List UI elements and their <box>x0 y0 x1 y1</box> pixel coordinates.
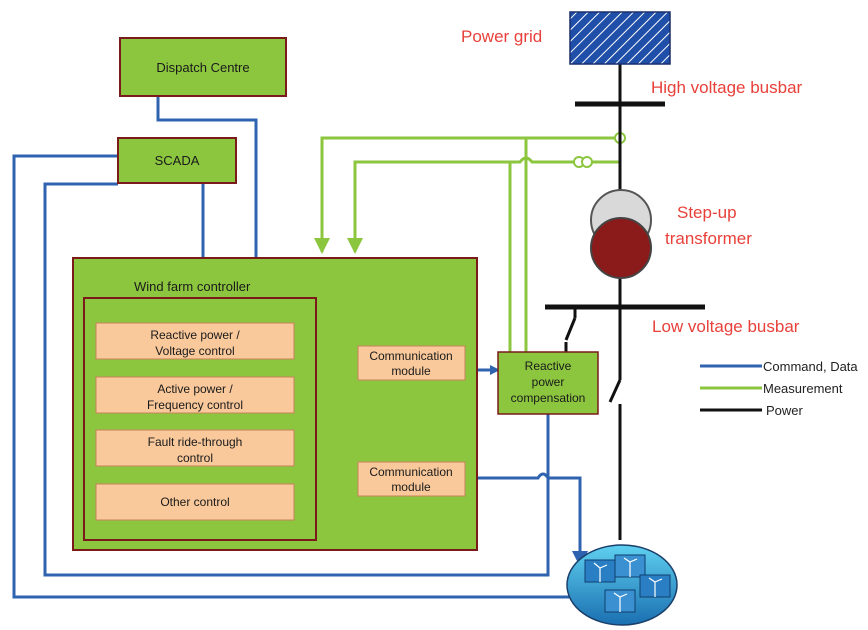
scada-box <box>117 137 237 184</box>
scada-label: SCADA <box>155 153 200 168</box>
reactive-voltage-label-1: Reactive power / <box>150 328 240 342</box>
dispatch-centre-box <box>119 37 287 97</box>
control-functions-group <box>83 297 317 541</box>
step-up-label-line1: Step-up <box>677 203 737 222</box>
legend-measurement-label: Measurement <box>763 381 843 396</box>
communication-module-top <box>357 345 466 381</box>
reactive-voltage-control-box <box>95 322 295 360</box>
legend-command-label: Command, Data <box>763 359 858 374</box>
high-voltage-busbar-label: High voltage busbar <box>651 78 803 97</box>
low-voltage-busbar-label: Low voltage busbar <box>652 317 800 336</box>
other-control-box <box>95 483 295 521</box>
active-frequency-label-2: Frequency control <box>147 398 243 412</box>
step-up-label-line2: transformer <box>665 229 752 248</box>
reactive-comp-label-2: power <box>532 375 565 389</box>
fault-ride-through-box <box>95 429 295 467</box>
legend-power-label: Power <box>766 403 804 418</box>
comm-module-bottom-label-1: Communication <box>369 465 452 479</box>
power-lines <box>545 64 705 540</box>
fault-ride-label-2: control <box>177 451 213 465</box>
reactive-comp-label-3: compensation <box>511 391 586 405</box>
legend: Command, Data Measurement Power <box>700 359 858 418</box>
measurement-lines <box>314 132 626 355</box>
active-frequency-control-box <box>95 376 295 414</box>
reactive-voltage-label-2: Voltage control <box>155 344 234 358</box>
wind-farm-controller-label: Wind farm controller <box>134 279 251 294</box>
other-control-label: Other control <box>160 495 229 509</box>
power-grid-label: Power grid <box>461 27 542 46</box>
communication-module-bottom <box>357 461 466 497</box>
wind-farm-icon <box>566 544 678 626</box>
power-grid <box>569 11 671 65</box>
comm-module-top-label-2: module <box>391 364 431 378</box>
comm-module-bottom-label-2: module <box>391 480 431 494</box>
comm-module-top-label-1: Communication <box>369 349 452 363</box>
fault-ride-label-1: Fault ride-through <box>148 435 243 449</box>
reactive-power-compensation-box <box>497 351 599 415</box>
dispatch-centre-label: Dispatch Centre <box>156 60 249 75</box>
active-frequency-label-1: Active power / <box>157 382 233 396</box>
reactive-comp-label-1: Reactive <box>525 359 572 373</box>
step-up-transformer-icon <box>590 189 652 279</box>
